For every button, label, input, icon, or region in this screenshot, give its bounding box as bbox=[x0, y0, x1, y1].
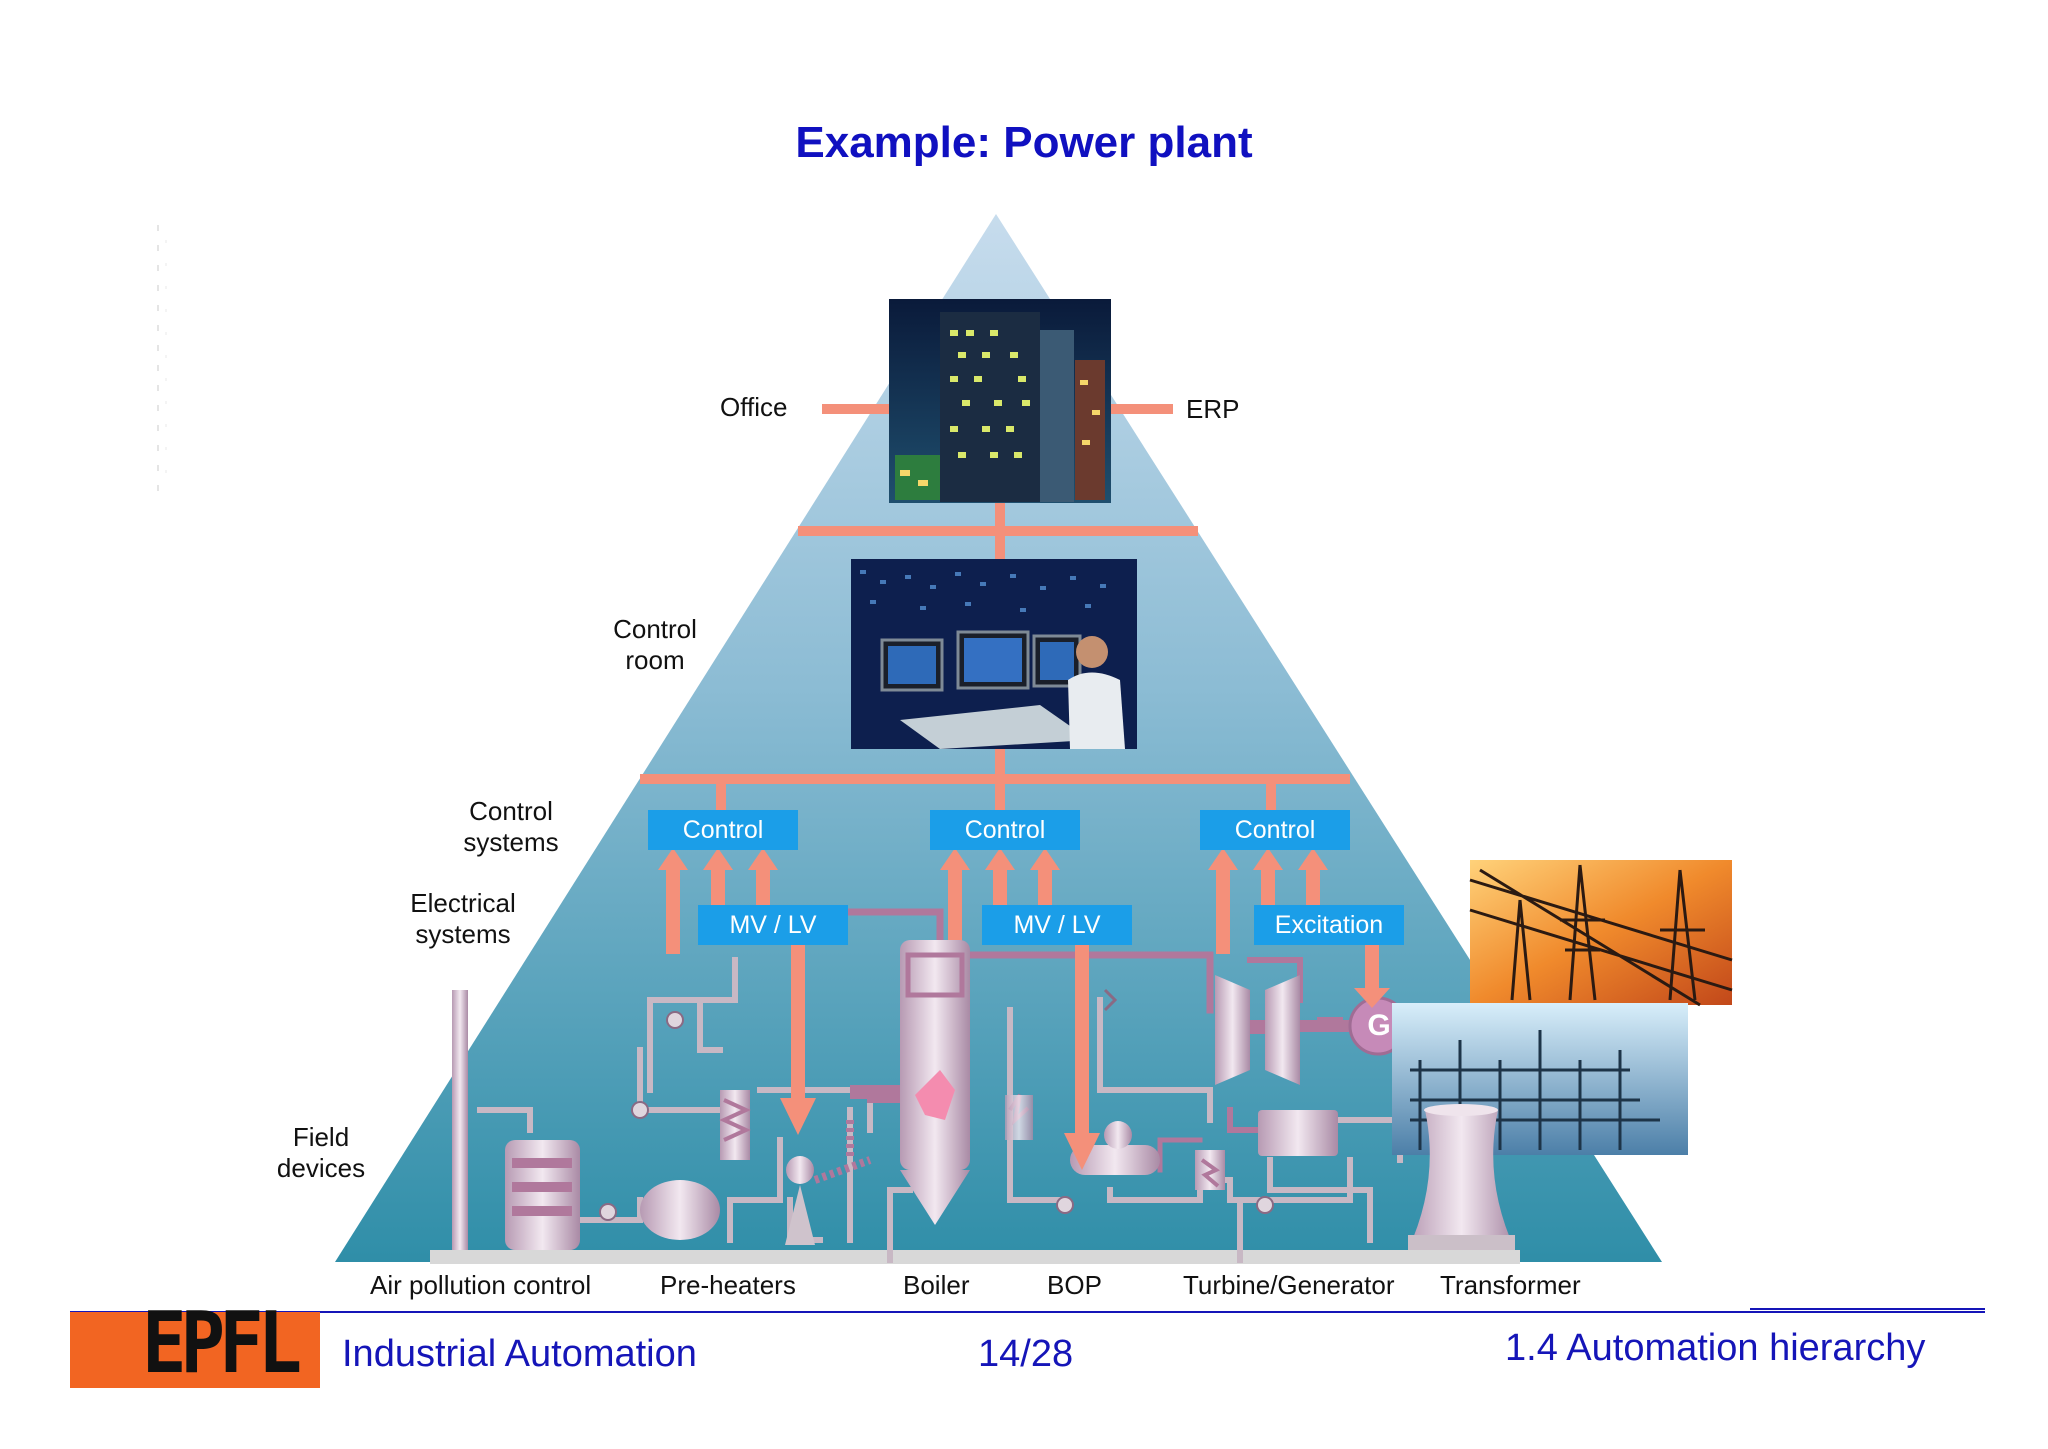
office-connector-left bbox=[822, 404, 890, 414]
boiler-equipment bbox=[850, 940, 1033, 1225]
label-air-pollution-control: Air pollution control bbox=[370, 1270, 592, 1300]
label-erp: ERP bbox=[1186, 394, 1240, 424]
bus-control-room-to-controls bbox=[995, 749, 1005, 779]
cooling-tower bbox=[1408, 1104, 1515, 1250]
label-boiler: Boiler bbox=[903, 1270, 970, 1300]
control-room-image bbox=[851, 559, 1137, 749]
transformer-photo-sunset bbox=[1469, 860, 1733, 1007]
control-box-2: Control bbox=[930, 810, 1080, 850]
generator-symbol: G bbox=[1367, 1009, 1391, 1042]
pyramid-floor bbox=[430, 1250, 1520, 1264]
pre-heaters-equipment bbox=[631, 1011, 872, 1245]
air-pollution-control-equipment bbox=[452, 990, 617, 1250]
epfl-logo-text: EPFL bbox=[142, 1293, 302, 1393]
bus-level-1 bbox=[798, 526, 1198, 536]
bus-level-2 bbox=[640, 774, 1350, 784]
bop-equipment bbox=[1056, 988, 1274, 1214]
label-electrical-systems: Electrical systems bbox=[410, 888, 516, 950]
label-transformer: Transformer bbox=[1440, 1270, 1581, 1300]
label-field-devices: Field devices bbox=[276, 1122, 366, 1184]
excitation-box: Excitation bbox=[1254, 905, 1404, 945]
footer-course-name: Industrial Automation bbox=[342, 1333, 697, 1375]
mv-lv-box-2: MV / LV bbox=[982, 905, 1132, 945]
office-building-image bbox=[889, 299, 1111, 503]
label-control-systems: Control systems bbox=[463, 796, 559, 858]
page-title: Example: Power plant bbox=[795, 118, 1253, 167]
mv-lv-box-1: MV / LV bbox=[698, 905, 848, 945]
label-control-room: Control room bbox=[613, 614, 697, 676]
control-box-1: Control bbox=[648, 810, 798, 850]
arrows-down bbox=[780, 940, 1390, 1170]
footer-section: 1.4 Automation hierarchy bbox=[1505, 1327, 1926, 1369]
label-bop: BOP bbox=[1047, 1270, 1102, 1300]
epfl-logo bbox=[70, 1312, 320, 1388]
arrows-to-control bbox=[658, 848, 1328, 954]
scan-artifact bbox=[157, 225, 167, 500]
office-connector-right bbox=[1105, 404, 1173, 414]
footer-page-number: 14/28 bbox=[978, 1333, 1074, 1375]
label-pre-heaters: Pre-heaters bbox=[660, 1270, 796, 1300]
control-box-3: Control bbox=[1200, 810, 1350, 850]
label-turbine-generator: Turbine/Generator bbox=[1183, 1270, 1395, 1300]
label-office: Office bbox=[720, 392, 788, 422]
